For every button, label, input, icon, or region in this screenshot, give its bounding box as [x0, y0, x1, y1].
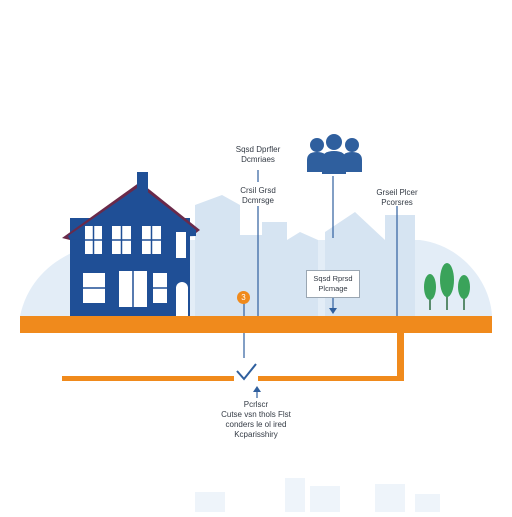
label-center-box-line1: Sqsd Rprsd — [313, 274, 353, 283]
skyline — [195, 195, 415, 316]
label-right-line2: Pcorsres — [381, 198, 413, 207]
label-bottom-line4: Kcparisshiry — [234, 430, 278, 439]
label-mid-left-line2: Dcmrsge — [241, 196, 274, 205]
skyline-reflection — [195, 478, 440, 512]
people-group-icon — [307, 134, 362, 174]
label-top-left: Sqsd Dprfler Dcmriaes — [226, 145, 290, 165]
orange-pipe — [20, 316, 492, 381]
checkmark-icon — [236, 363, 257, 381]
label-mid-left: Crsil Grsd Dcmrsge — [230, 186, 286, 206]
label-top-left-line2: Dcmriaes — [241, 155, 275, 164]
label-bottom-line3: conders le ol ired — [225, 420, 287, 429]
label-bottom: Pcrlscr Cutse vsn thols Flst conders le … — [196, 400, 316, 440]
tree-icon — [424, 263, 470, 310]
label-bottom-line1: Pcrlscr — [243, 400, 269, 409]
label-right-line1: Grseil Plcer — [376, 188, 418, 197]
step-marker: 3 — [237, 291, 250, 304]
label-top-left-line1: Sqsd Dprfler — [235, 145, 281, 154]
label-right: Grseil Plcer Pcorsres — [368, 188, 426, 208]
label-mid-left-line1: Crsil Grsd — [240, 186, 276, 195]
house-icon — [62, 172, 200, 316]
label-center-box: Sqsd Rprsd Plcmage — [306, 270, 360, 298]
label-center-box-line2: Plcmage — [318, 284, 348, 293]
label-bottom-line2: Cutse vsn thols Flst — [221, 410, 291, 419]
